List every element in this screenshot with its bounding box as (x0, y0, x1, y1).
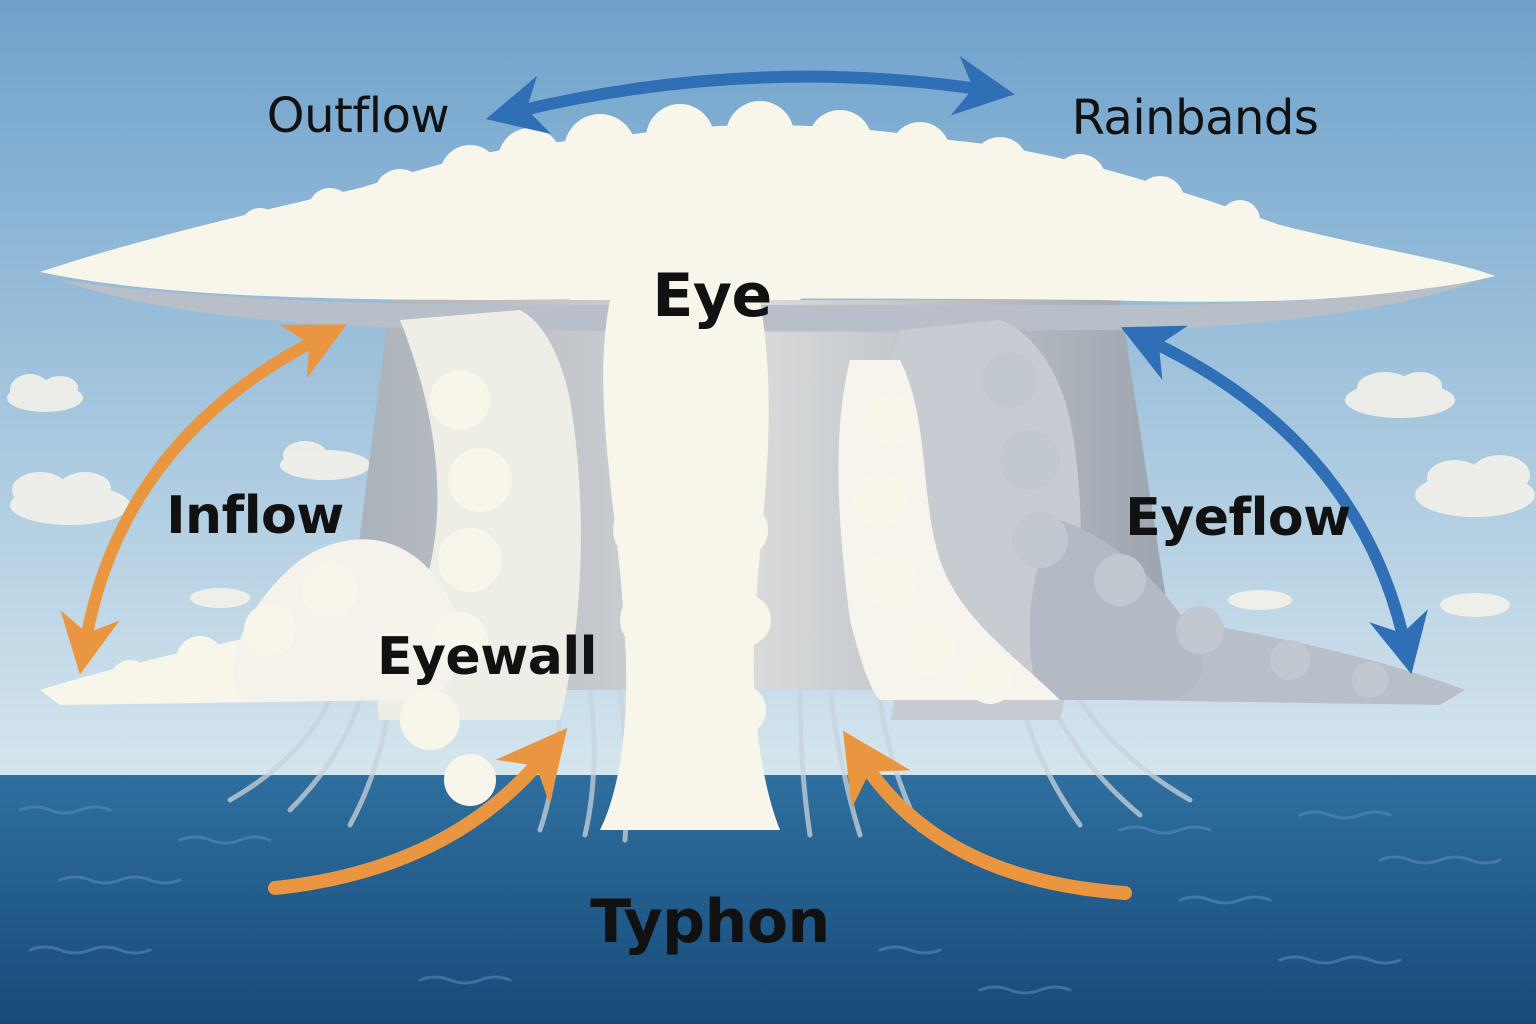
lower-left-inflow-arrow (268, 728, 568, 895)
flow-arrows (60, 55, 1428, 900)
rainbands-label: Rainbands (1071, 90, 1319, 146)
outflow-arrow (485, 55, 1015, 135)
ocean-waves (18, 805, 1502, 995)
eyewall-label: Eyewall (377, 627, 597, 687)
eyeflow-arrow (1120, 325, 1428, 675)
inflow-label: Inflow (166, 486, 344, 546)
outflow-label: Outflow (266, 88, 450, 144)
lower-right-inflow-arrow (842, 730, 1132, 900)
typhon-label: Typhon (590, 887, 830, 957)
eyeflow-label: Eyeflow (1125, 488, 1351, 548)
eye-label: Eye (652, 261, 772, 331)
inflow-arrow (60, 324, 347, 675)
